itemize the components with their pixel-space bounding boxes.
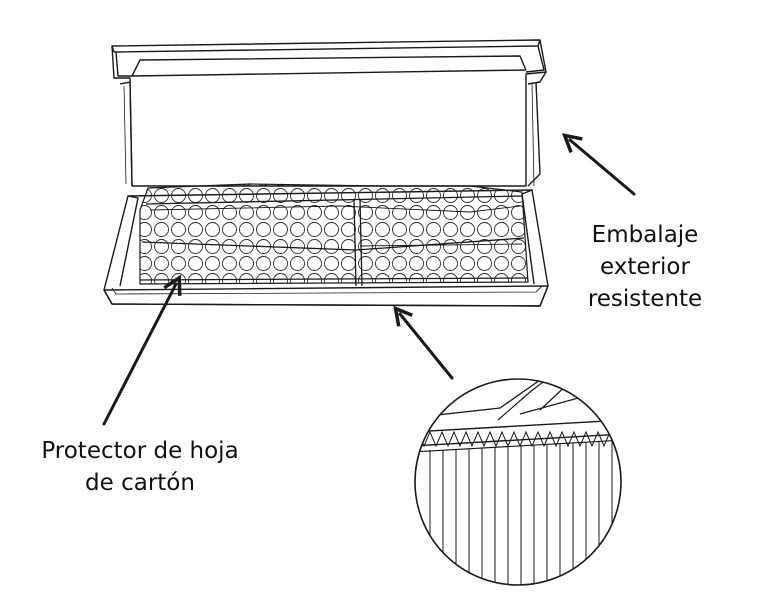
arrow-icon: [570, 140, 636, 196]
magnifier-circle: [414, 378, 622, 586]
outer-packaging-line1: Embalaje: [591, 222, 699, 248]
inner-protector-line2: de cartón: [85, 470, 195, 496]
arrow-icon: [400, 314, 454, 380]
outer-packaging-line3: resistente: [587, 286, 703, 312]
box-lid: [111, 39, 547, 187]
bubble-wrap: [139, 183, 529, 287]
arrow-icon: [102, 284, 176, 426]
outer-packaging-line2: exterior: [600, 254, 690, 280]
inner-protector-line1: Protector de hoja: [41, 438, 239, 464]
inner-protector-label: Protector de hoja de cartón: [20, 435, 260, 499]
outer-packaging-label: Embalaje exterior resistente: [560, 219, 730, 315]
